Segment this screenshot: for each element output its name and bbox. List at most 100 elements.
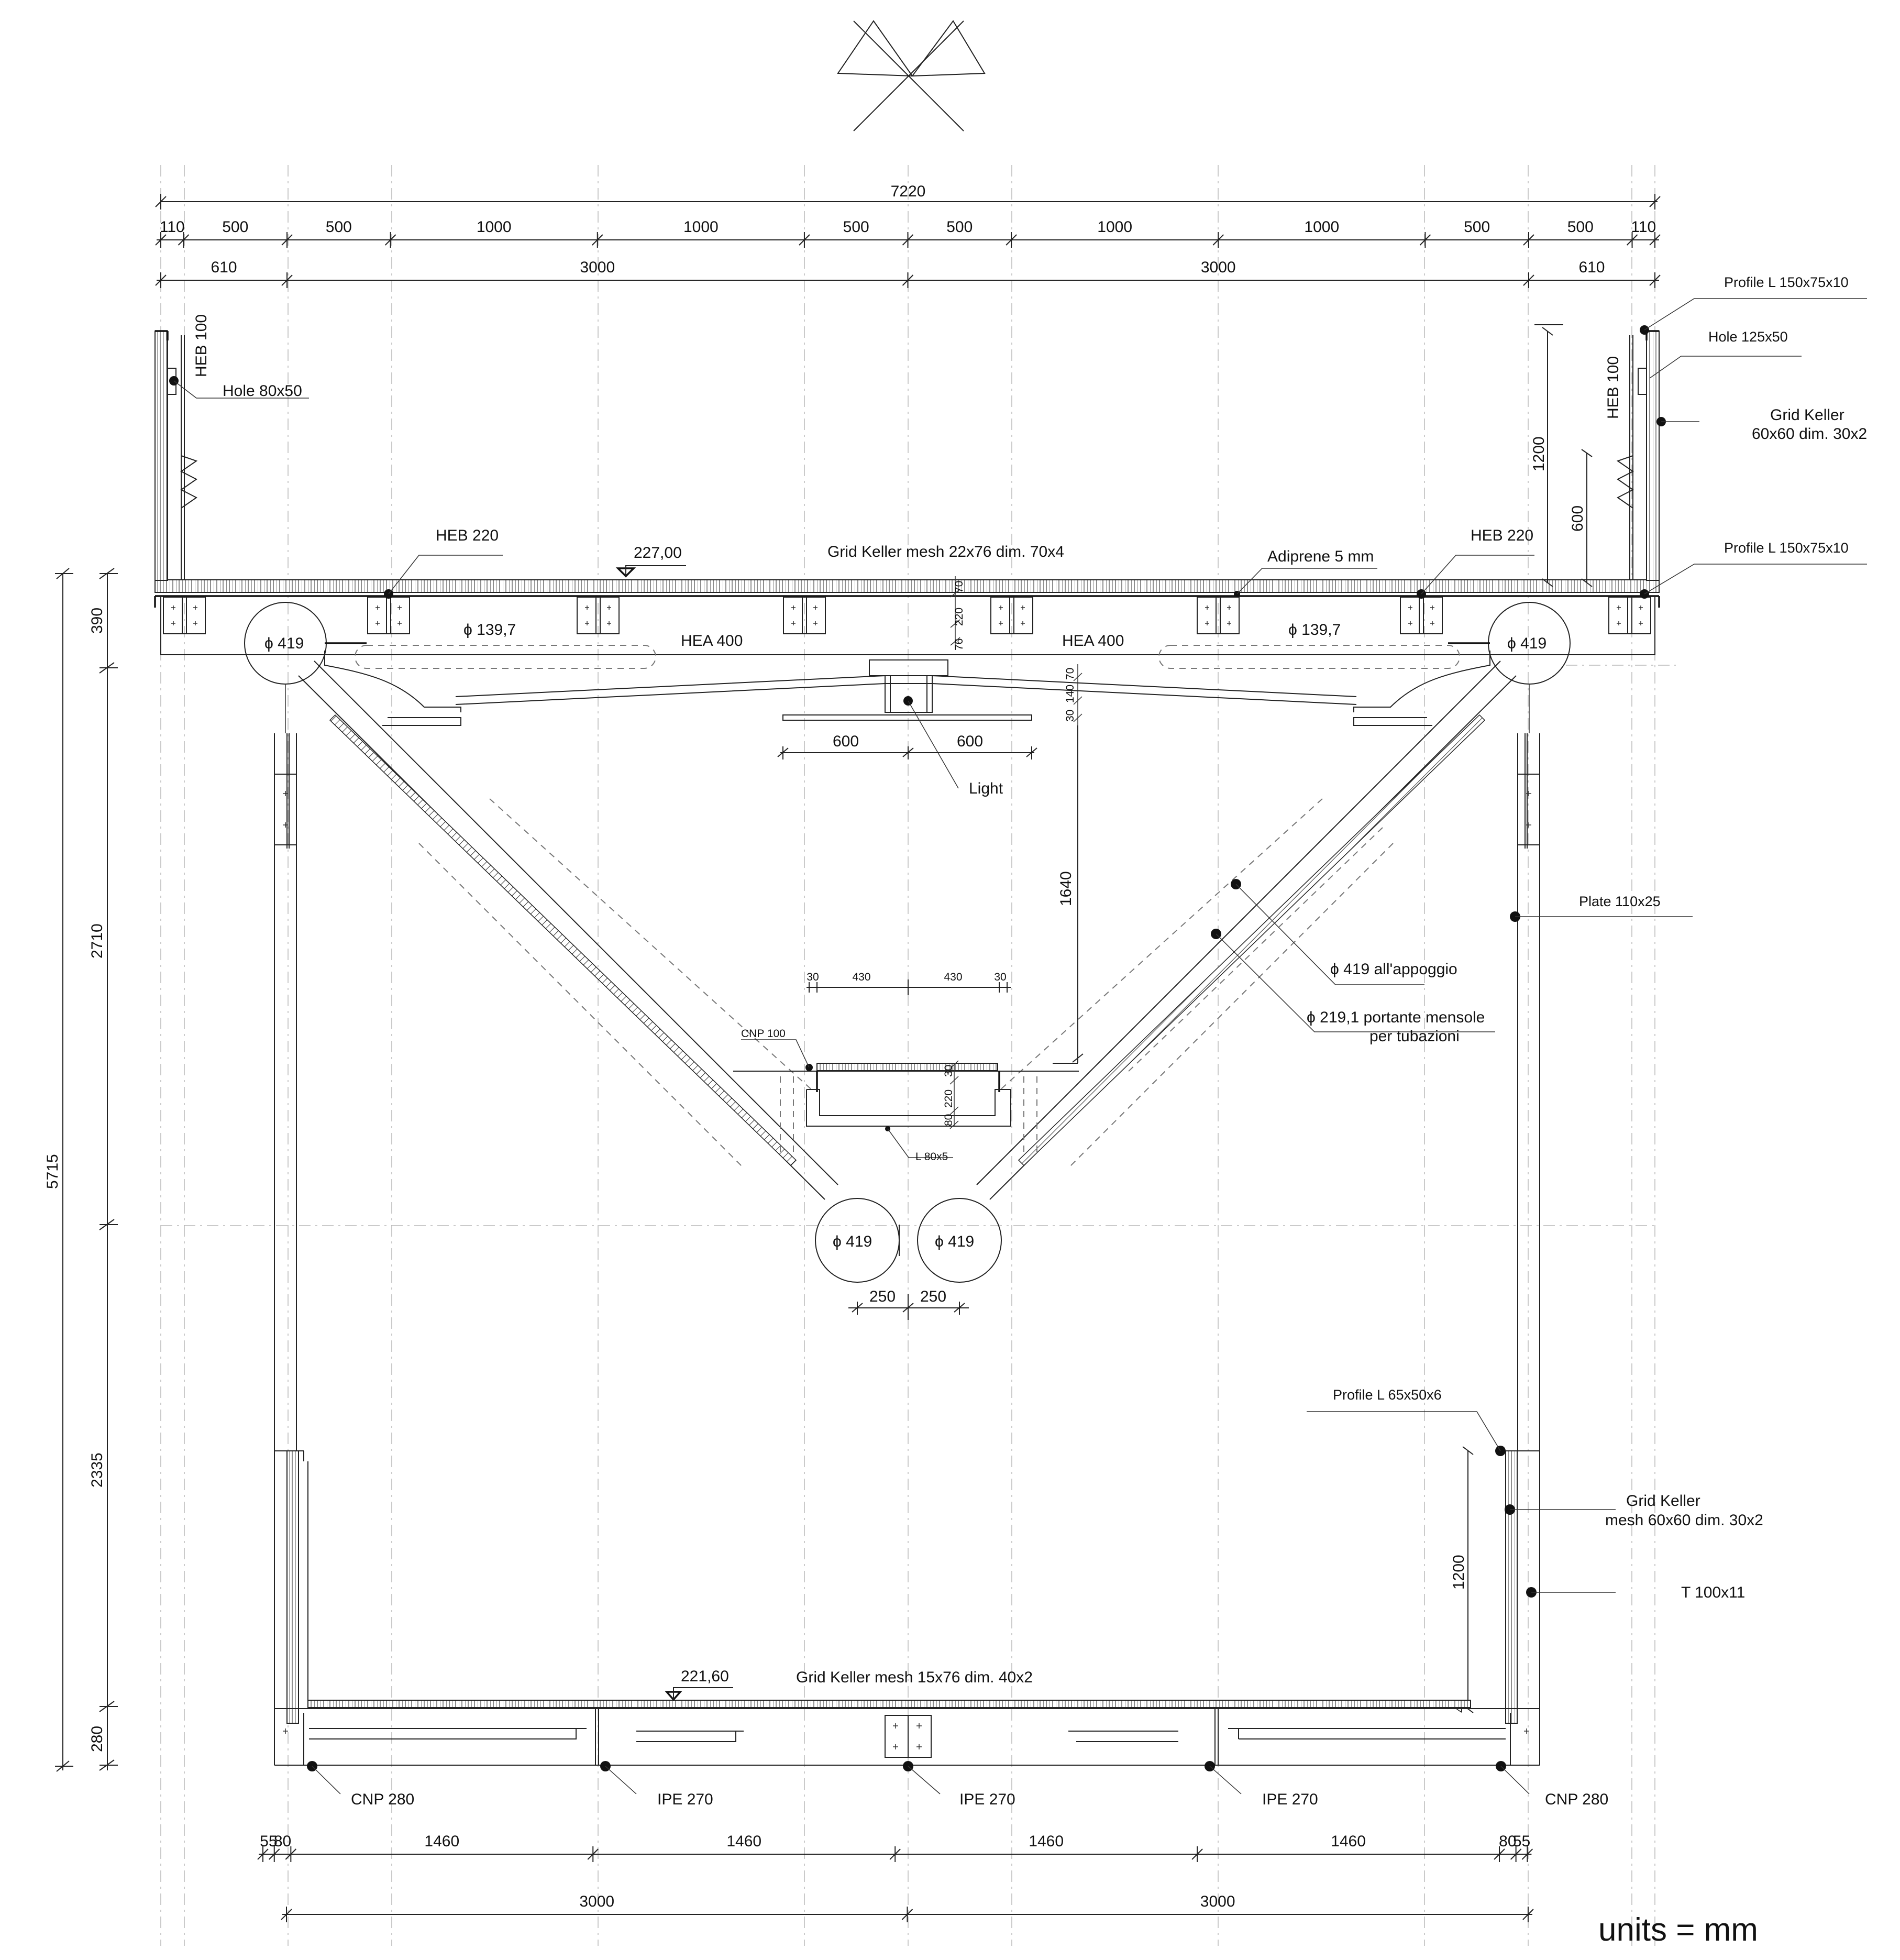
top-bay-tick xyxy=(155,272,167,288)
right-column: Plate 110x25 Profile L 65x50x6 Grid Kell… xyxy=(1307,733,1763,1765)
bottom-deck: 221,60 Grid Keller mesh 15x76 dim. 40x2 xyxy=(274,1668,1540,1766)
bottom-bay-tick xyxy=(281,1907,292,1922)
top-span-label: 1000 xyxy=(683,218,719,236)
heb220-beam xyxy=(783,597,826,634)
top-deck xyxy=(154,579,1660,655)
top-span-label: 110 xyxy=(160,218,185,236)
label-ipe270-2: IPE 270 xyxy=(959,1791,1015,1808)
diagonal-annotations: ϕ 419 all'appoggio ϕ 219,1 portante mens… xyxy=(1211,879,1495,1045)
label-ipe270-1: IPE 270 xyxy=(657,1791,713,1808)
units-note: units = mm xyxy=(1598,1912,1758,1948)
svg-text:30: 30 xyxy=(943,1065,955,1077)
heb220-beam-row xyxy=(163,597,1651,634)
label-heb100-left: HEB 100 xyxy=(193,314,210,377)
bottom-annotations: CNP 280 IPE 270 IPE 270 IPE 270 CNP 280 xyxy=(307,1761,1608,1808)
label-cnp280-right: CNP 280 xyxy=(1545,1791,1608,1808)
bottom-bay-label: 3000 xyxy=(579,1893,614,1910)
dim-left-390: 390 xyxy=(89,608,106,634)
svg-text:70: 70 xyxy=(953,581,965,593)
top-right-annotations: Adiprene 5 mm HEB 220 Profile L 150x75x1… xyxy=(1234,274,1867,599)
label-profile-l-top: Profile L 150x75x10 xyxy=(1724,274,1849,290)
svg-text:80: 80 xyxy=(943,1114,955,1126)
top-bay-tick xyxy=(1649,272,1661,288)
top-span-tick xyxy=(1649,232,1661,248)
bottom-span-label: 1460 xyxy=(1029,1833,1064,1850)
bottom-span-tick xyxy=(269,1846,280,1862)
north-symbol xyxy=(837,20,986,131)
dim-light-600-right: 600 xyxy=(957,733,983,750)
light-fixture: Light 600 600 70 140 30 1640 xyxy=(777,659,1084,1064)
bottom-span-tick xyxy=(889,1846,901,1862)
top-span-label: 1000 xyxy=(477,218,512,236)
label-ipe270-3: IPE 270 xyxy=(1262,1791,1318,1808)
label-adiprene: Adiprene 5 mm xyxy=(1267,548,1374,565)
bottom-span-label: 55 xyxy=(1513,1833,1530,1850)
top-span-label: 500 xyxy=(1464,218,1490,236)
bottom-span-label: 1460 xyxy=(424,1833,459,1850)
label-phi419-tl: ϕ 419 xyxy=(264,635,304,652)
bottom-bay-tick xyxy=(1522,1907,1534,1922)
label-grid-rail-bot-2: mesh 60x60 dim. 30x2 xyxy=(1605,1512,1763,1529)
top-span-tick xyxy=(178,232,190,248)
top-span-label: 500 xyxy=(843,218,869,236)
top-left-annotations: HEB 220 227,00 Grid Keller mesh 22x76 di… xyxy=(384,527,1064,599)
bottom-span-tick xyxy=(1494,1846,1505,1862)
dim-rail-height-top: 1200 xyxy=(1530,436,1548,471)
heb220-beam xyxy=(577,597,620,634)
top-span-label: 500 xyxy=(326,218,352,236)
label-phi419-bl: ϕ 419 xyxy=(833,1233,872,1250)
label-heb220-right: HEB 220 xyxy=(1471,527,1533,544)
bottom-span-tick xyxy=(285,1846,297,1862)
dim-total-width: 7220 xyxy=(891,183,926,200)
svg-text:220: 220 xyxy=(943,1089,955,1108)
label-profile-l-mid: Profile L 150x75x10 xyxy=(1724,540,1849,556)
bottom-span-tick xyxy=(587,1846,599,1862)
top-bay-label: 610 xyxy=(1578,259,1605,276)
top-bay-tick xyxy=(1523,272,1534,288)
label-grid-top-deck: Grid Keller mesh 22x76 dim. 70x4 xyxy=(827,543,1064,560)
dim-rail-height-bottom: 1200 xyxy=(1450,1555,1467,1590)
top-span-tick xyxy=(281,232,293,248)
label-hole-80x50: Hole 80x50 xyxy=(223,382,302,400)
dim-light-600-left: 600 xyxy=(833,733,859,750)
top-span-tick xyxy=(384,232,396,248)
left-top-railing: Hole 80x50 HEB 100 xyxy=(154,314,309,608)
top-span-label: 110 xyxy=(1631,218,1656,236)
bottom-span-tick xyxy=(257,1846,269,1862)
dim-left-total: 5715 xyxy=(44,1154,61,1189)
top-bay-label: 3000 xyxy=(580,259,615,276)
dim-250-left: 250 xyxy=(869,1288,896,1305)
top-span-tick xyxy=(1006,232,1017,248)
bottom-span-tick xyxy=(1191,1846,1203,1862)
top-span-label: 1000 xyxy=(1097,218,1132,236)
bottom-span-label: 1460 xyxy=(1331,1833,1366,1850)
top-span-tick xyxy=(592,232,603,248)
dim-left-280: 280 xyxy=(89,1726,106,1752)
label-level-top: 227,00 xyxy=(634,544,682,561)
svg-text:30: 30 xyxy=(807,971,819,983)
svg-text:430: 430 xyxy=(944,971,962,983)
left-vertical-dims: 5715 390 2710 2335 280 xyxy=(44,568,118,1772)
svg-text:70: 70 xyxy=(1064,668,1076,680)
bottom-span-label: 80 xyxy=(274,1833,291,1850)
dim-left-2710: 2710 xyxy=(89,923,106,959)
dim-1640: 1640 xyxy=(1057,871,1075,906)
dim-250-right: 250 xyxy=(920,1288,946,1305)
center-top-dims: 70 220 76 xyxy=(950,576,965,651)
label-heb100-right: HEB 100 xyxy=(1605,356,1622,419)
svg-text:30: 30 xyxy=(994,971,1006,983)
label-grid-rail-bot-1: Grid Keller xyxy=(1626,1492,1700,1510)
label-light: Light xyxy=(969,780,1003,797)
top-span-tick xyxy=(1419,232,1431,248)
label-phi219-1: ϕ 219,1 portante mensole xyxy=(1307,1009,1485,1026)
svg-text:430: 430 xyxy=(852,971,870,983)
top-span-label: 500 xyxy=(946,218,973,236)
top-dimension-total: 7220 xyxy=(155,183,1661,210)
label-phi419-support: ϕ 419 all'appoggio xyxy=(1330,961,1457,978)
bottom-span-tick xyxy=(1510,1846,1522,1862)
svg-text:220: 220 xyxy=(953,608,965,626)
